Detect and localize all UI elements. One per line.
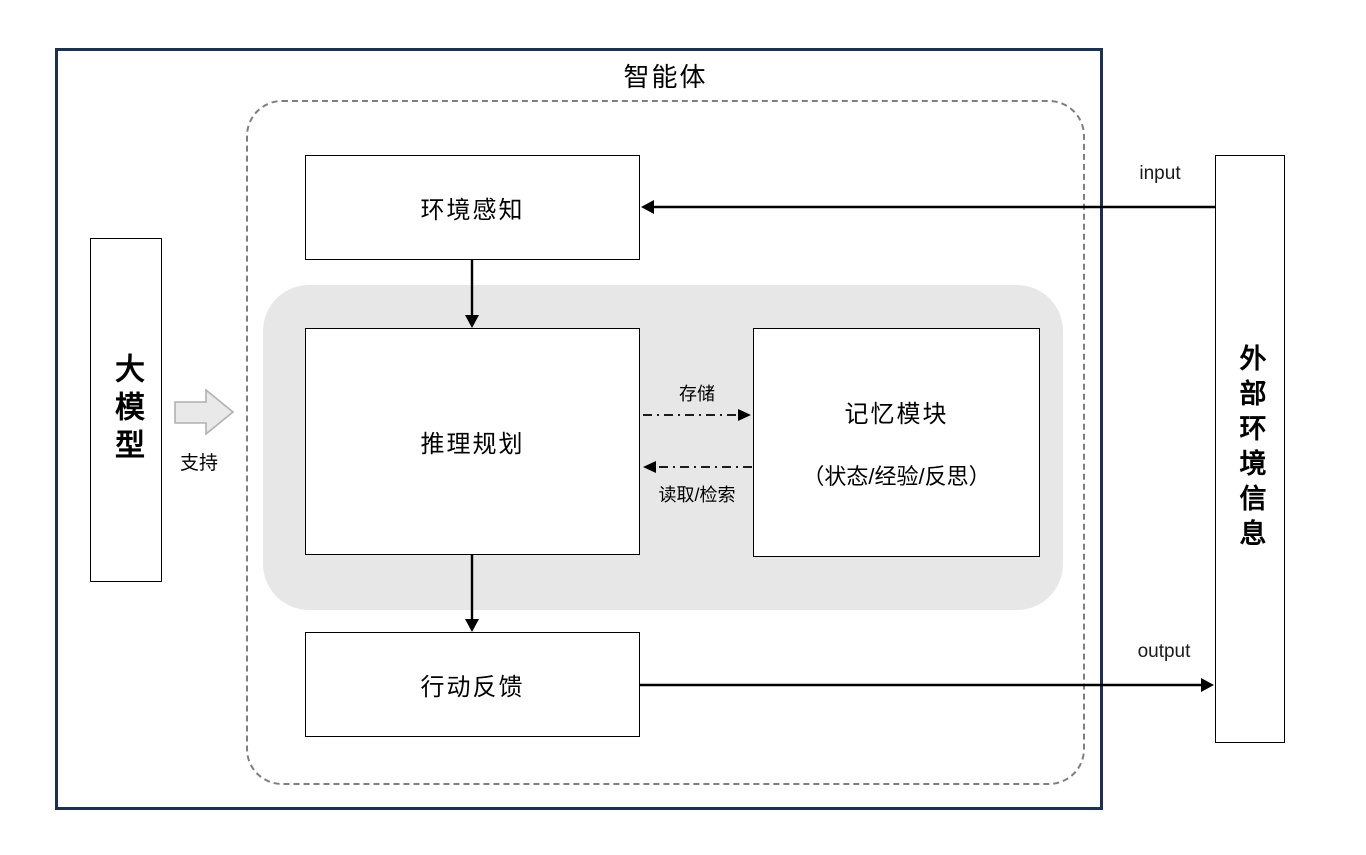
outer-container-box: [55, 48, 1103, 810]
input-edge-label: input: [1139, 163, 1181, 184]
node-environment-perception: 环境感知: [305, 155, 640, 260]
node-action-feedback: 行动反馈: [305, 632, 640, 737]
node-external-environment: 外部环境信息: [1215, 155, 1285, 743]
node-memory-module: 记忆模块 （状态/经验/反思）: [753, 328, 1040, 557]
node-large-model-label: 大模型: [110, 353, 143, 467]
node-reasoning-planning: 推理规划: [305, 328, 640, 555]
store-edge-label: 存储: [679, 384, 715, 404]
node-memory-module-sublabel: （状态/经验/反思）: [802, 464, 991, 489]
node-external-environment-label: 外部环境信息: [1235, 344, 1266, 554]
agent-title: 智能体: [623, 62, 708, 92]
agent-dashed-boundary: [246, 100, 1085, 785]
output-edge-label: output: [1137, 641, 1191, 662]
node-reasoning-planning-label: 推理规划: [420, 431, 525, 458]
support-edge-label: 支持: [179, 453, 218, 474]
node-large-model: 大模型: [90, 238, 162, 582]
node-memory-module-label: 记忆模块: [844, 401, 949, 428]
node-environment-perception-label: 环境感知: [420, 197, 525, 224]
node-action-feedback-label: 行动反馈: [420, 674, 525, 701]
retrieve-edge-label: 读取/检索: [658, 485, 736, 505]
